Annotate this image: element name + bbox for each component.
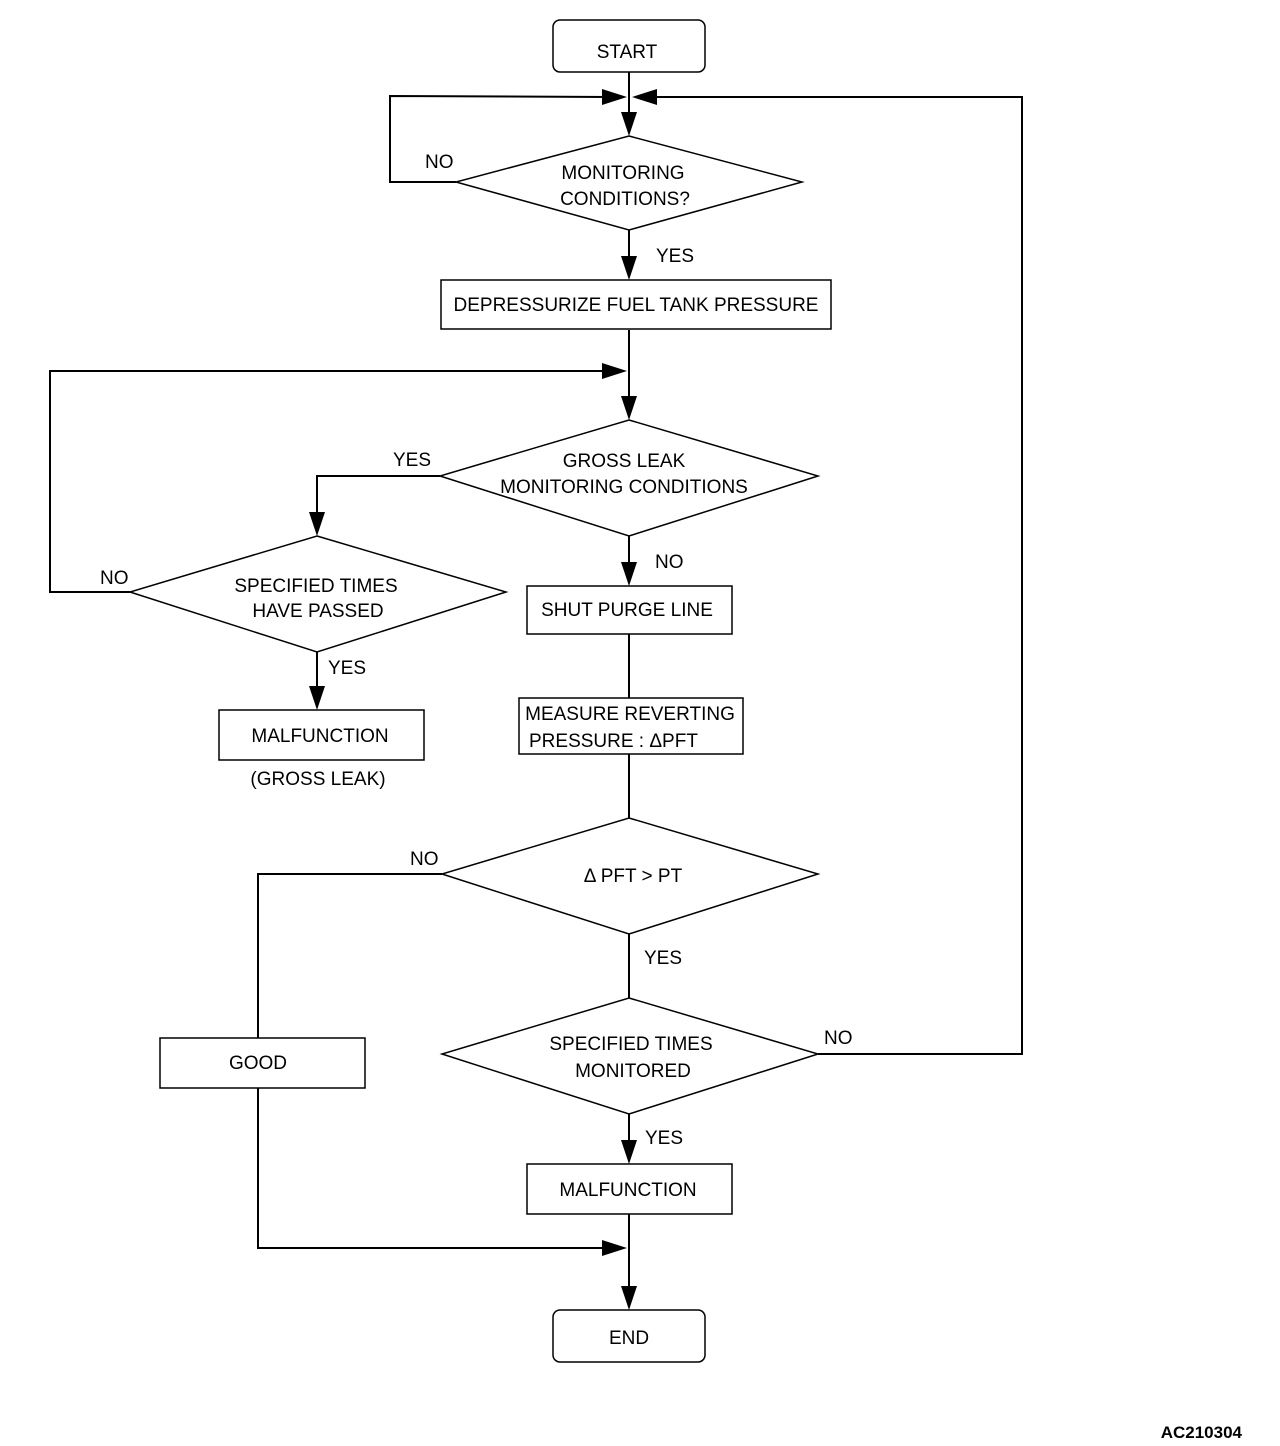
malfunction-label: MALFUNCTION — [559, 1180, 696, 1201]
arrowhead-down-malfunction-gross — [309, 686, 325, 710]
compare-label: Δ PFT > PT — [584, 866, 683, 887]
end-terminal — [552, 1309, 706, 1363]
connector-grossleak-yes — [316, 475, 440, 518]
depressurize-label: DEPRESSURIZE FUEL TANK PRESSURE — [454, 295, 819, 316]
good-label: GOOD — [229, 1053, 287, 1074]
specified-monitored-yes-label: YES — [645, 1128, 683, 1149]
figure-code: AC210304 — [1161, 1423, 1243, 1442]
specified-passed-yes-label: YES — [328, 658, 366, 679]
arrowhead-down-grossleak — [621, 396, 637, 420]
start-label: START — [597, 42, 658, 63]
specified-monitored-label-line1: SPECIFIED TIMES — [549, 1034, 712, 1055]
shut-purge-box — [526, 585, 733, 635]
monitoring-label-line1: MONITORING — [561, 163, 684, 184]
monitoring-label-line2: CONDITIONS? — [560, 189, 690, 210]
specified-passed-decision — [127, 535, 509, 653]
specified-passed-no-label: NO — [100, 568, 129, 589]
compare-no-label: NO — [410, 849, 439, 870]
grossleak-label-line1: GROSS LEAK — [563, 451, 686, 472]
measure-box — [518, 697, 744, 755]
arrowhead-down-malfunction — [621, 1140, 637, 1164]
specified-passed-label-line2: HAVE PASSED — [252, 601, 383, 622]
measure-label-line2: PRESSURE : ΔPFT — [529, 731, 698, 752]
connector-compare-no — [257, 873, 442, 1038]
arrowhead-right-passed-loop — [602, 363, 627, 379]
connector-good-end — [257, 1088, 608, 1249]
grossleak-yes-label: YES — [393, 450, 431, 471]
malfunction-box — [526, 1163, 733, 1215]
specified-monitored-decision — [439, 997, 821, 1115]
monitoring-no-label: NO — [425, 152, 454, 173]
specified-passed-label-line1: SPECIFIED TIMES — [234, 576, 397, 597]
arrowhead-down-passed — [309, 512, 325, 536]
connectors — [49, 72, 1023, 1294]
grossleak-no-label: NO — [655, 552, 684, 573]
arrowhead-left-specified-loop — [632, 89, 657, 105]
compare-decision — [439, 817, 821, 935]
depressurize-box — [440, 279, 832, 330]
arrowhead-down-end — [621, 1286, 637, 1310]
compare-yes-label: YES — [644, 948, 682, 969]
grossleak-label-line2: MONITORING CONDITIONS — [500, 477, 748, 498]
specified-monitored-label-line2: MONITORED — [575, 1061, 691, 1082]
connector-specified-no-loop — [652, 96, 1023, 1055]
monitoring-yes-label: YES — [656, 246, 694, 267]
end-label: END — [609, 1328, 649, 1349]
arrowhead-down-depressurize — [621, 256, 637, 280]
start-terminal — [552, 19, 706, 73]
arrowhead-right-good-end — [602, 1240, 627, 1256]
monitoring-decision — [453, 135, 805, 231]
arrowhead-down-monitoring — [621, 112, 637, 136]
specified-monitored-no-label: NO — [824, 1028, 853, 1049]
grossleak-decision — [437, 419, 821, 537]
malfunction-gross-note: (GROSS LEAK) — [250, 769, 385, 790]
measure-label-line1: MEASURE REVERTING — [525, 704, 735, 725]
shut-purge-label: SHUT PURGE LINE — [541, 600, 713, 621]
connector-monitoring-no-loop — [389, 94, 611, 183]
arrowhead-down-shutpurge — [621, 562, 637, 586]
connector-passed-no-loop — [49, 370, 608, 593]
arrowheads — [309, 89, 657, 1310]
malfunction-gross-label: MALFUNCTION — [251, 726, 388, 747]
good-box — [159, 1037, 366, 1089]
malfunction-gross-box — [218, 709, 425, 761]
arrowhead-right-monitoring-loop — [602, 89, 627, 105]
